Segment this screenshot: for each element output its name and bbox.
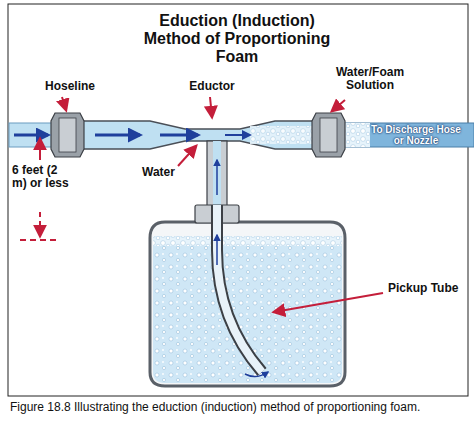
figure-frame	[8, 4, 468, 396]
leader-arrow	[62, 97, 66, 110]
leader-arrow	[210, 97, 212, 117]
part-label: Water/Foam Solution	[320, 66, 420, 93]
leader-arrow	[178, 146, 196, 166]
discharge-hose	[340, 123, 474, 147]
foam-surface	[153, 236, 342, 246]
pipe-label: To Discharge Hose or Nozzle	[366, 124, 466, 146]
flow-arrow	[225, 134, 250, 136]
hose-coupling	[59, 118, 76, 152]
foam-bubbles	[250, 126, 320, 144]
tee-bore	[213, 141, 221, 207]
flow-arrow	[95, 134, 140, 137]
part-label: Hoseline	[30, 80, 110, 93]
pickup-tube	[217, 205, 262, 372]
hose-coupling	[51, 113, 84, 157]
leader-arrow	[274, 293, 383, 312]
flow-arrow	[216, 235, 218, 265]
figure-title: Eduction (Induction) Method of Proportio…	[130, 12, 344, 66]
dimension-label: 6 feet (2 m) or less	[12, 163, 74, 192]
pickup-tube	[217, 205, 262, 372]
dimension-arrow	[39, 139, 41, 160]
part-label: Water	[142, 166, 192, 179]
hose-coupling	[312, 113, 345, 157]
flow-arrow	[160, 134, 198, 137]
flow-arrow	[245, 372, 268, 377]
part-label: Pickup Tube	[388, 282, 460, 295]
figure-caption: Figure 18.8 Illustrating the eduction (i…	[10, 401, 466, 414]
part-label: Eductor	[172, 80, 252, 93]
flow-arrow	[216, 160, 218, 195]
dimension-line	[20, 239, 60, 241]
hose-coupling	[320, 118, 337, 152]
dimension-arrow	[39, 212, 41, 236]
flow-arrow	[14, 134, 48, 137]
leader-arrow	[332, 100, 345, 111]
eductor-tee	[207, 141, 227, 207]
eductor-body	[78, 121, 322, 149]
